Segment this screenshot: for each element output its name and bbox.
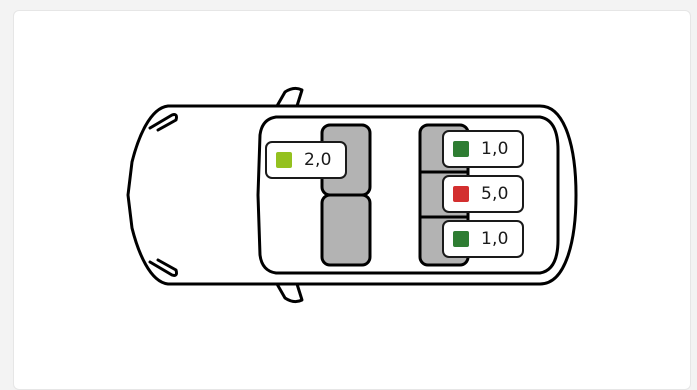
rating-color-swatch <box>453 141 469 157</box>
front-seat-right <box>320 193 372 267</box>
front-light-top <box>148 113 178 132</box>
rating-value: 1,0 <box>481 229 509 249</box>
rear-center-seat-rating: 5,0 <box>442 175 524 213</box>
rear-left-seat-rating: 1,0 <box>442 130 524 168</box>
mirror-bottom <box>275 282 304 304</box>
rating-value: 1,0 <box>481 139 509 159</box>
car-top-view-diagram <box>126 86 578 304</box>
front-seat-rating: 2,0 <box>265 141 347 179</box>
rating-color-swatch <box>276 152 292 168</box>
rear-right-seat-rating: 1,0 <box>442 220 524 258</box>
rating-value: 2,0 <box>304 150 332 170</box>
mirror-top <box>275 86 304 108</box>
rating-color-swatch <box>453 231 469 247</box>
front-light-bottom <box>148 258 178 277</box>
rating-color-swatch <box>453 186 469 202</box>
rating-value: 5,0 <box>481 184 509 204</box>
